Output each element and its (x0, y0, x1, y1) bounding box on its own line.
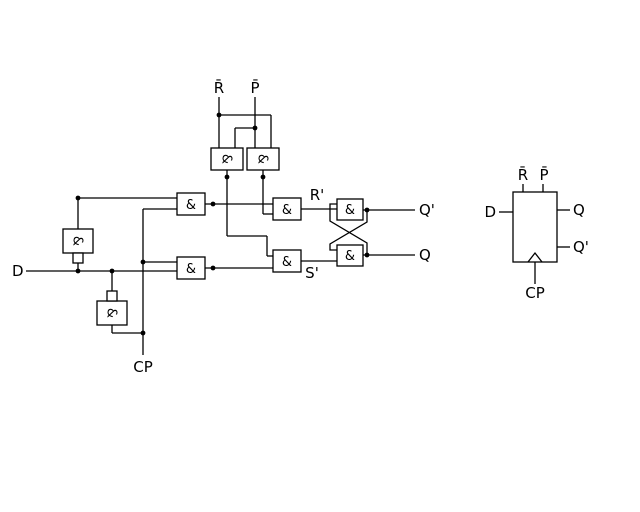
nand-gate-rprime (272, 197, 302, 221)
junction-dot (252, 125, 258, 131)
gate-symbol: & (104, 308, 119, 318)
junction-dot (140, 259, 146, 265)
inversion-square (106, 290, 118, 302)
gate-symbol: & (282, 203, 292, 218)
nand-gate-rbar (210, 147, 244, 171)
nand-gate-cp-lower (96, 300, 128, 326)
gate-symbol: & (255, 154, 270, 164)
gate-symbol: & (186, 198, 196, 213)
junction-dot (216, 112, 222, 118)
junction-dot (260, 174, 266, 180)
nand-gate-pbar (246, 147, 280, 171)
gate-symbol: & (70, 236, 85, 246)
circuit-labels: R̄ P̄ D CP R' S' Q' Q (12, 78, 435, 376)
clock-edge-triangle (527, 251, 543, 263)
label-s-prime: S' (305, 264, 319, 282)
gate-symbol: & (345, 203, 355, 218)
symbol-label-q: Q (573, 201, 585, 219)
junction-dot (364, 207, 370, 213)
junction-dot (224, 174, 230, 180)
nand-gate-master-upper (176, 192, 206, 216)
label-cp-input: CP (133, 358, 153, 376)
nand-gate-master-lower (176, 256, 206, 280)
nand-gate-d-upper (62, 228, 94, 254)
junction-dot (75, 195, 81, 201)
junction-dot (140, 330, 146, 336)
nand-gate-latch-bottom (336, 244, 364, 267)
nand-gate-sprime (272, 249, 302, 273)
flipflop-symbol: R̄ P̄ D Q Q' CP (484, 165, 589, 302)
gate-symbol: & (186, 262, 196, 277)
label-r-bar-input: R̄ (214, 78, 224, 97)
wire-feedback-qprime (329, 210, 368, 251)
junction-dots (75, 112, 370, 336)
label-r-prime: R' (310, 186, 325, 204)
inversion-square (72, 252, 84, 264)
junction-dot (364, 252, 370, 258)
flipflop-symbol-box (512, 191, 558, 263)
wire-feedback-q (329, 203, 368, 255)
nand-gate-latch-top (336, 198, 364, 221)
gate-symbol: & (282, 255, 292, 270)
symbol-label-r-bar: R̄ (518, 165, 528, 184)
label-q-prime-output: Q' (419, 201, 435, 219)
symbol-label-d: D (484, 203, 496, 221)
label-d-input: D (12, 262, 24, 280)
symbol-label-p-bar: P̄ (539, 165, 548, 184)
junction-dot (210, 265, 216, 271)
junction-dot (109, 268, 115, 274)
gate-symbol: & (219, 154, 234, 164)
symbol-label-q-prime: Q' (573, 238, 589, 256)
label-q-output: Q (419, 246, 431, 264)
gates: & & & & & & & & & & (62, 147, 364, 326)
gate-symbol: & (345, 249, 355, 264)
junction-dot (75, 268, 81, 274)
wires (26, 97, 415, 355)
junction-dot (210, 201, 216, 207)
label-p-bar-input: P̄ (250, 78, 259, 97)
symbol-label-cp: CP (525, 284, 545, 302)
